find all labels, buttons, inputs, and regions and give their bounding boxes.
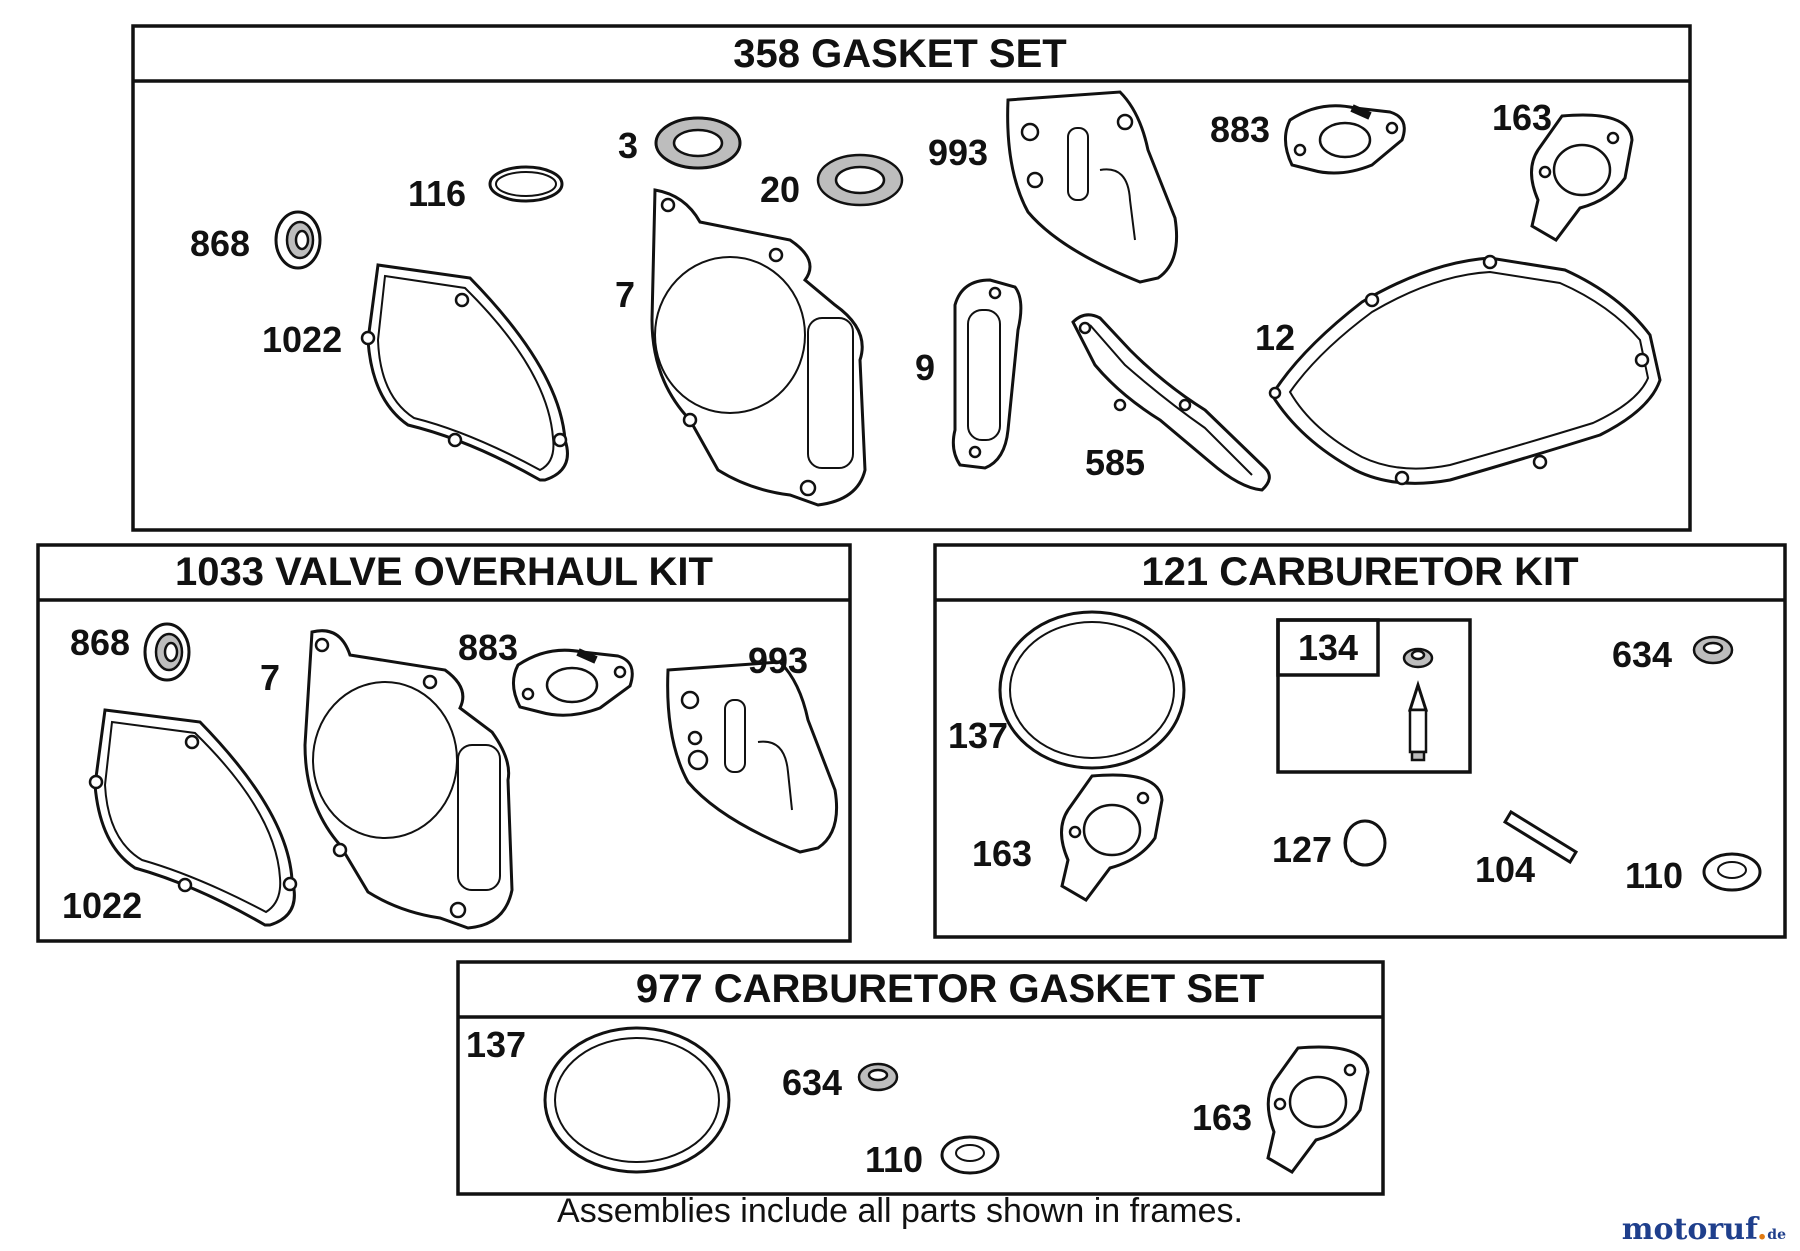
label-137: 137	[948, 715, 1008, 756]
part-7-head-gasket	[303, 629, 514, 930]
part-116-o-ring	[488, 165, 564, 203]
part-883-intake-gasket	[512, 648, 634, 717]
part-137-o-ring	[543, 1026, 731, 1174]
part-868-oil-seal	[143, 622, 191, 682]
label-7: 7	[260, 657, 280, 698]
part-137-o-ring	[998, 610, 1186, 770]
label-20: 20	[760, 169, 800, 210]
label-634: 634	[1612, 634, 1672, 675]
label-634: 634	[782, 1062, 842, 1103]
part-7-head-gasket	[650, 188, 867, 507]
label-110: 110	[865, 1139, 923, 1180]
label-104: 104	[1475, 849, 1535, 890]
label-137: 137	[466, 1024, 526, 1065]
part-585-gasket-strip	[1071, 313, 1271, 492]
frame-carburetor-gasket-set: 977 CARBURETOR GASKET SET 137 634 110 16…	[456, 960, 1385, 1196]
part-9-breather-gasket	[951, 278, 1023, 470]
part-110-washer	[1702, 852, 1762, 892]
label-1022: 1022	[262, 319, 342, 360]
logo-main: motoruf	[1621, 1212, 1757, 1247]
frame-title-carb-kit: 121 CARBURETOR KIT	[1141, 550, 1578, 594]
label-868: 868	[190, 223, 250, 264]
label-163: 163	[972, 833, 1032, 874]
label-110: 110	[1625, 855, 1683, 896]
footer-note: Assemblies include all parts shown in fr…	[557, 1192, 1243, 1230]
frame-title-carb-gasket-set: 977 CARBURETOR GASKET SET	[636, 967, 1264, 1011]
label-163: 163	[1492, 97, 1552, 138]
label-163: 163	[1192, 1097, 1252, 1138]
logo-suffix: de	[1767, 1227, 1786, 1243]
frame-title-gasket-set: 358 GASKET SET	[733, 32, 1066, 76]
label-585: 585	[1085, 442, 1145, 483]
label-1022: 1022	[62, 885, 142, 926]
label-993: 993	[748, 640, 808, 681]
part-3-oil-seal	[654, 116, 742, 170]
part-20-oil-seal	[816, 153, 904, 207]
label-12: 12	[1255, 317, 1295, 358]
frame-valve-overhaul-kit: 1033 VALVE OVERHAUL KIT 868 7 883	[36, 543, 852, 943]
part-110-washer	[940, 1135, 1000, 1175]
part-163-carburetor-gasket	[1060, 773, 1164, 902]
brand-logo[interactable]: motoruf.de	[1622, 1212, 1786, 1247]
part-634-washer	[857, 1062, 899, 1092]
logo-dot: .	[1756, 1212, 1768, 1247]
part-993-valve-cover-plate	[1006, 90, 1179, 284]
frame-gasket-set: 358 GASKET SET 868 116 3 20	[131, 24, 1692, 532]
label-116: 116	[408, 173, 466, 214]
part-868-oil-seal	[274, 210, 322, 270]
frame-carburetor-kit: 121 CARBURETOR KIT 137 134 634 16	[933, 543, 1787, 939]
part-883-intake-gasket	[1284, 104, 1406, 175]
part-163-carburetor-gasket	[1266, 1045, 1370, 1174]
label-993: 993	[928, 132, 988, 173]
label-134: 134	[1298, 627, 1358, 668]
label-883: 883	[458, 627, 518, 668]
part-993-valve-cover-plate	[666, 660, 839, 854]
label-9: 9	[915, 347, 935, 388]
part-163-carburetor-gasket	[1530, 113, 1634, 242]
part-634-washer	[1692, 635, 1734, 665]
part-134-inlet-needle-box: 134	[1276, 618, 1472, 774]
label-883: 883	[1210, 109, 1270, 150]
part-12-crankcase-gasket	[1268, 254, 1662, 486]
label-7: 7	[615, 274, 635, 315]
frame-title-valve-kit: 1033 VALVE OVERHAUL KIT	[175, 550, 713, 594]
part-1022-rocker-cover-gasket	[360, 263, 569, 482]
label-3: 3	[618, 125, 638, 166]
label-868: 868	[70, 622, 130, 663]
part-104-pin	[1502, 809, 1579, 865]
part-1022-rocker-cover-gasket	[88, 708, 298, 927]
label-127: 127	[1272, 829, 1332, 870]
part-127-plug	[1343, 819, 1387, 867]
